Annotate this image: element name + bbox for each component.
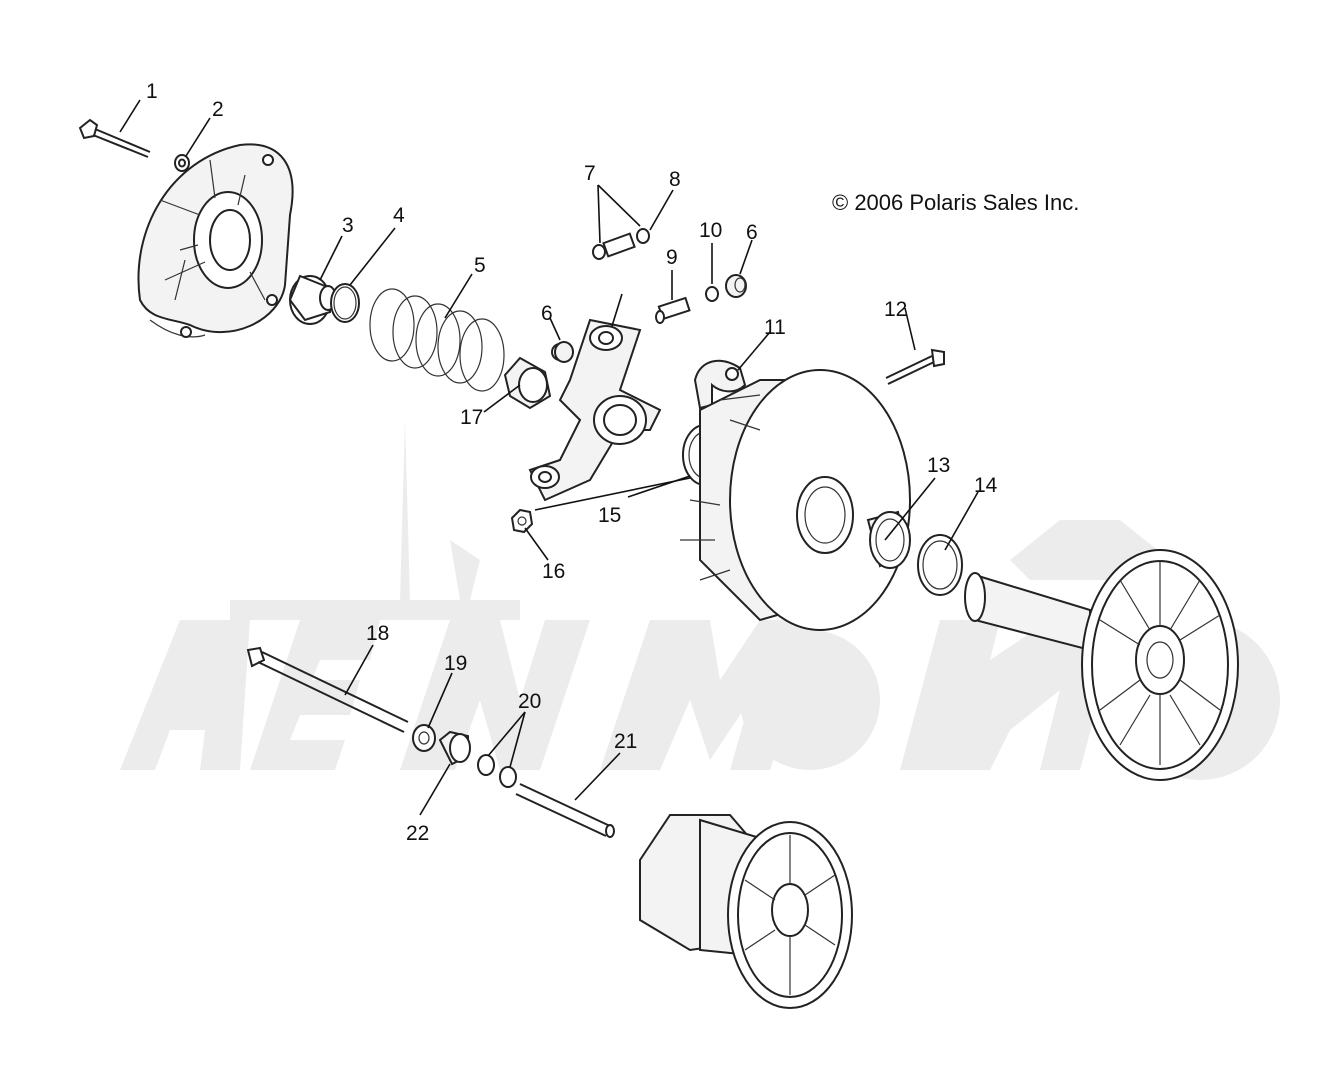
part-moveable-sheave [680,369,911,631]
callout-15: 15 [598,504,621,527]
callout-5: 5 [474,254,486,277]
part-bushing-22 [438,730,471,766]
part-pin-21 [515,783,615,838]
callout-20: 20 [518,690,541,713]
callout-21: 21 [614,730,637,753]
part-weight-11 [693,359,747,410]
copyright-notice: © 2006 Polaris Sales Inc. [832,190,1080,215]
part-ring-14 [917,534,963,596]
part-roller-6b [554,341,574,363]
part-spider [528,318,662,502]
callout-14: 14 [974,474,998,497]
callout-16: 16 [542,560,565,583]
part-pin-9 [655,296,691,324]
part-ring-4 [330,283,360,323]
callout-3: 3 [342,214,354,237]
callout-8: 8 [669,168,681,191]
part-cover-casting [137,143,294,338]
callout-labels: 1 2 3 4 5 7 8 9 10 6 6 11 12 17 13 14 15… [146,80,998,845]
callout-12: 12 [884,298,907,321]
callout-9: 9 [666,246,678,269]
callout-22: 22 [406,822,429,845]
callout-4: 4 [393,204,405,227]
callout-13: 13 [927,454,950,477]
part-orings-20 [477,754,517,788]
callout-6a: 6 [746,221,758,244]
callout-7: 7 [584,162,596,185]
callout-18: 18 [366,622,389,645]
callout-2: 2 [212,98,224,121]
part-washer-2 [174,154,190,172]
leader-lines [119,99,979,816]
part-bushing-17 [503,356,552,410]
part-pin-washers-7-8 [592,228,650,260]
part-spring-5 [369,288,505,392]
callout-1: 1 [146,80,158,103]
part-bolt-12 [885,348,945,385]
part-roller-6a [725,274,747,298]
part-bolt-1 [78,118,151,158]
callout-6b: 6 [541,302,553,325]
part-fixed-sheave [964,549,1239,781]
part-assembled-clutch [639,814,853,1009]
part-washer-10 [705,286,719,302]
callout-10: 10 [699,219,722,242]
callout-11: 11 [764,316,786,339]
callout-19: 19 [444,652,467,675]
part-washer-19 [412,724,436,752]
part-bolt-18 [246,646,409,733]
part-bushing-3 [288,274,337,325]
callout-17: 17 [460,406,483,429]
part-nut-16 [510,508,534,534]
